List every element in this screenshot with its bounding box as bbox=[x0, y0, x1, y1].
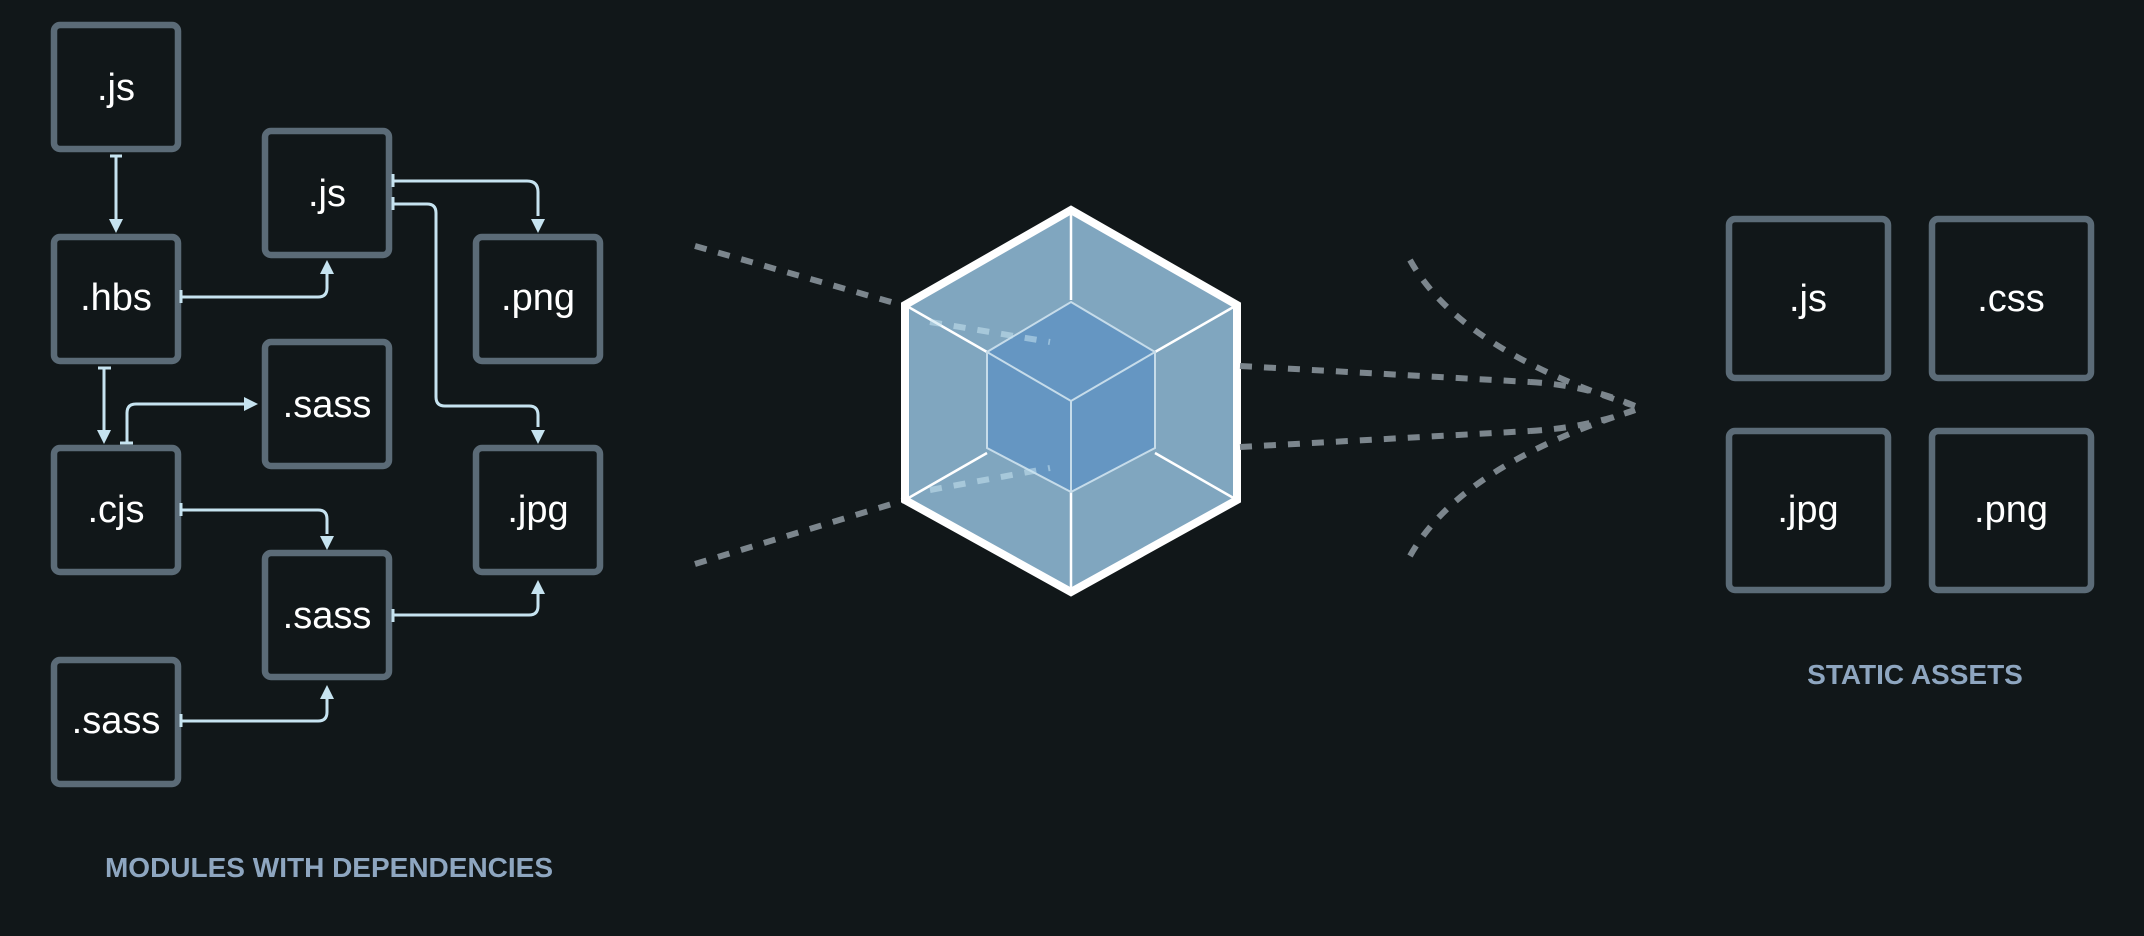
arrowhead-icon bbox=[320, 536, 334, 550]
module-node-sass-bottom: .sass bbox=[50, 656, 182, 788]
dependency-edge bbox=[179, 697, 329, 727]
dependency-edge bbox=[110, 154, 122, 222]
dotted-flow-line bbox=[1239, 363, 1531, 385]
asset-node-label: .jpg bbox=[1777, 489, 1838, 531]
arrowhead-icon bbox=[531, 430, 545, 444]
webpack-cube-icon bbox=[901, 205, 1241, 597]
dependency-edge bbox=[120, 402, 246, 445]
dependency-edge bbox=[391, 592, 540, 622]
dotted-flow-line bbox=[1529, 407, 1637, 434]
module-node-label: .js bbox=[308, 173, 346, 215]
dependency-edge bbox=[179, 272, 329, 303]
asset-node-css: .css bbox=[1928, 215, 2095, 382]
module-node-sass-upper: .sass bbox=[261, 338, 393, 470]
asset-node-label: .css bbox=[1977, 278, 2045, 320]
modules-section-title: MODULES WITH DEPENDENCIES bbox=[105, 852, 553, 883]
output-flow-lines bbox=[1239, 258, 1637, 558]
dependency-edge bbox=[98, 366, 111, 433]
dependency-connectors bbox=[97, 154, 545, 727]
arrowhead-icon bbox=[320, 260, 334, 274]
dependency-edge bbox=[179, 503, 329, 534]
dependency-edge bbox=[391, 197, 540, 427]
asset-node-png: .png bbox=[1928, 427, 2095, 594]
dotted-flow-line bbox=[694, 243, 906, 309]
module-node-label: .js bbox=[97, 67, 135, 109]
dotted-flow-line bbox=[1407, 258, 1636, 409]
arrowhead-icon bbox=[531, 580, 545, 594]
arrowhead-icon bbox=[531, 219, 545, 233]
module-node-label: .hbs bbox=[80, 277, 152, 319]
module-node-sass-lower: .sass bbox=[261, 549, 393, 681]
asset-node-label: .png bbox=[1974, 489, 2048, 531]
dependency-edge bbox=[391, 174, 540, 216]
input-flow-lines bbox=[694, 243, 906, 567]
module-node-js-middle: .js bbox=[261, 127, 393, 259]
module-node-label: .png bbox=[501, 277, 575, 319]
assets-section-title: STATIC ASSETS bbox=[1807, 659, 2023, 690]
asset-node-js: .js bbox=[1725, 215, 1892, 382]
module-node-label: .cjs bbox=[88, 489, 145, 531]
module-node-hbs: .hbs bbox=[50, 233, 182, 365]
module-node-label: .sass bbox=[283, 595, 372, 637]
module-node-js-top: .js bbox=[50, 21, 182, 153]
module-node-cjs: .cjs bbox=[50, 444, 182, 576]
arrowhead-icon bbox=[97, 430, 111, 444]
module-node-png: .png bbox=[472, 233, 604, 365]
arrowhead-icon bbox=[109, 219, 123, 233]
dotted-flow-line bbox=[1239, 428, 1531, 450]
dotted-flow-line bbox=[1407, 407, 1636, 558]
module-node-label: .sass bbox=[72, 700, 161, 742]
module-node-label: .jpg bbox=[507, 489, 568, 531]
module-node-jpg: .jpg bbox=[472, 444, 604, 576]
dotted-flow-line bbox=[694, 497, 906, 567]
module-node-label: .sass bbox=[283, 384, 372, 426]
arrowhead-icon bbox=[244, 397, 258, 411]
arrowhead-icon bbox=[320, 685, 334, 699]
asset-node-label: .js bbox=[1789, 278, 1827, 320]
asset-node-jpg: .jpg bbox=[1725, 427, 1892, 594]
